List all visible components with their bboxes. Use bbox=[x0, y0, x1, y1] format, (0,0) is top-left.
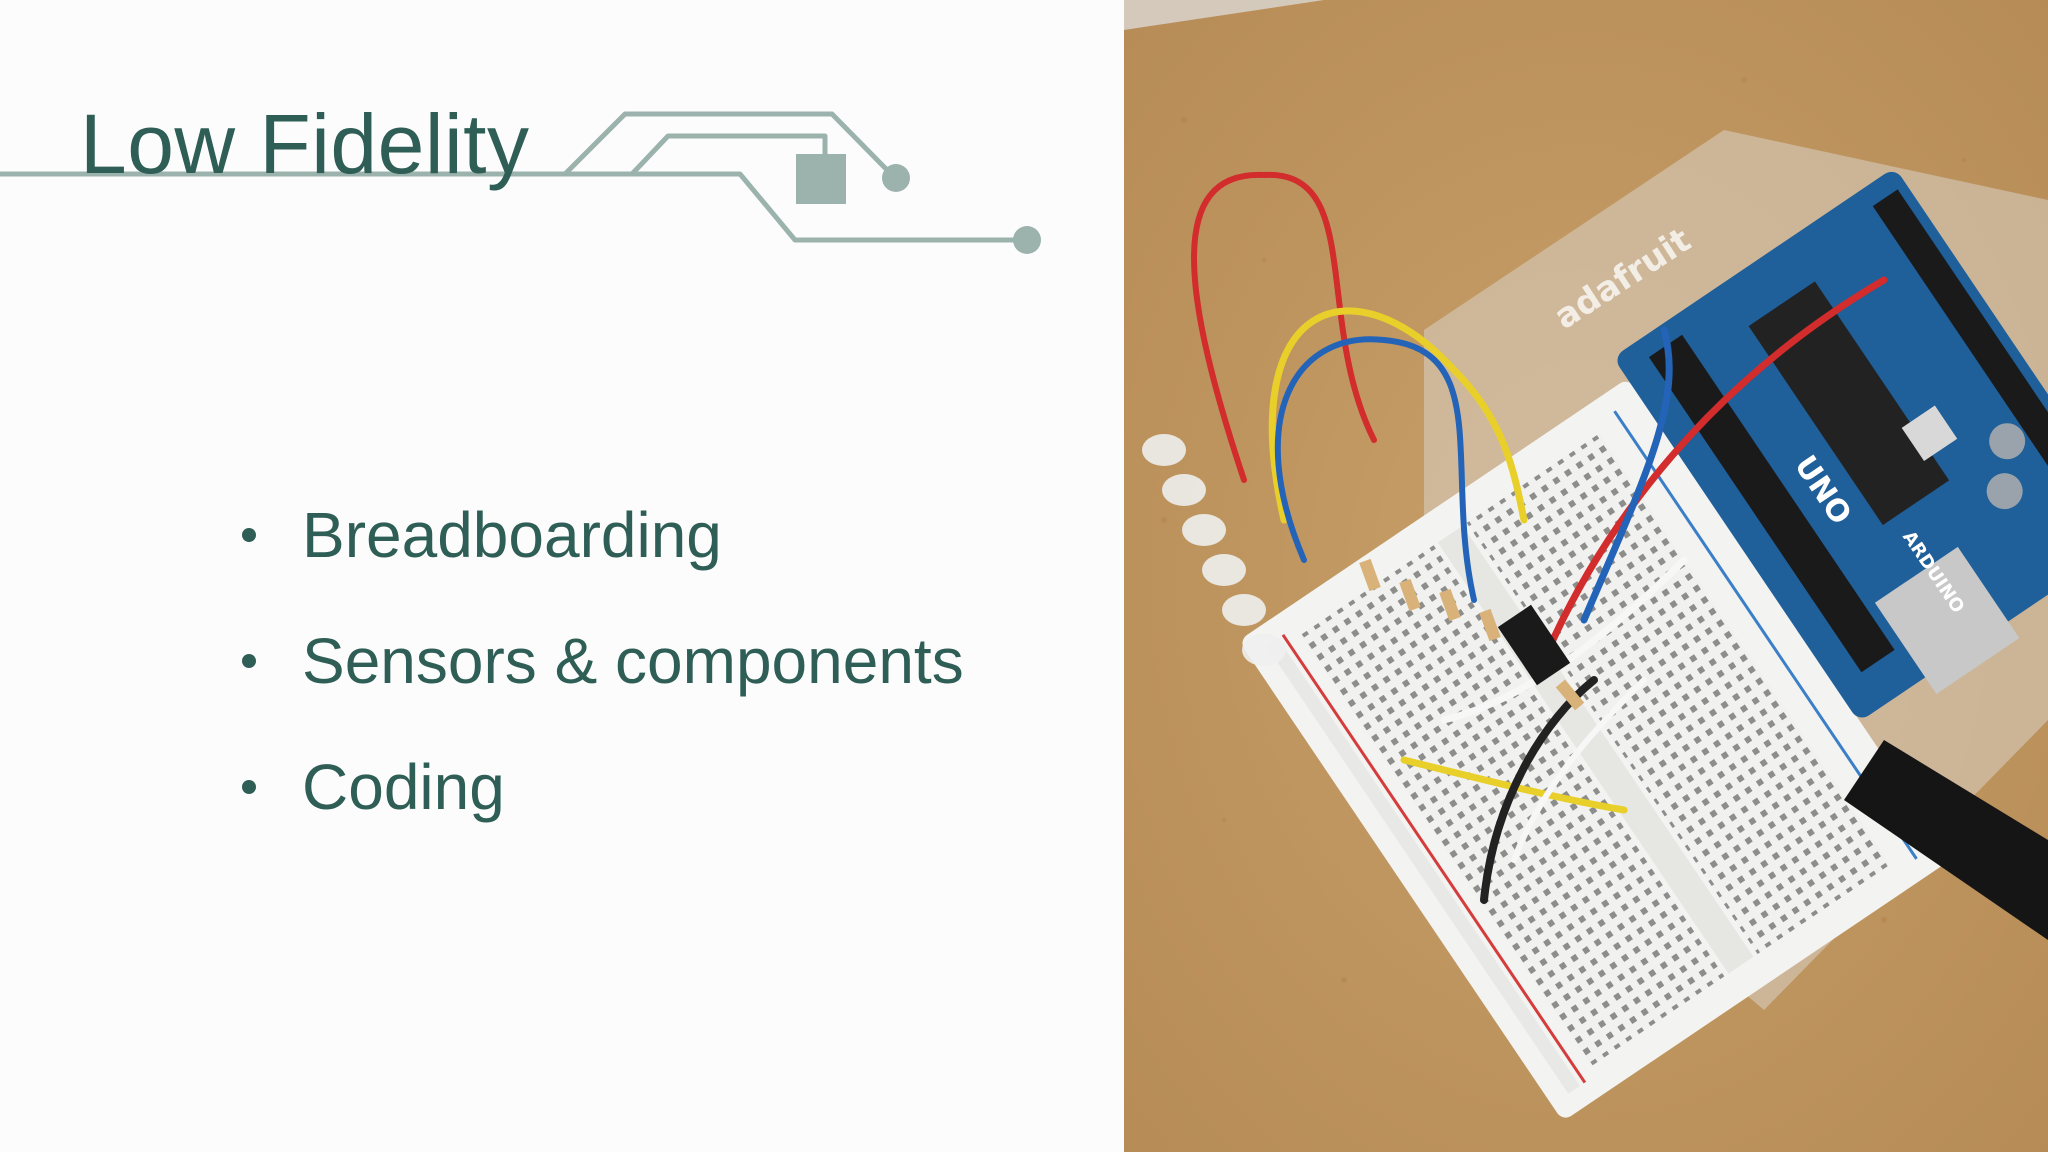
bullet-text: Sensors & components bbox=[302, 625, 964, 697]
text-panel: Low Fidelity Breadboarding Sensors & com… bbox=[0, 97, 1041, 868]
usb-cable bbox=[1844, 740, 2048, 940]
bullet-dot-icon bbox=[242, 780, 256, 794]
ic-chip bbox=[1497, 604, 1571, 686]
bullet-dot-icon bbox=[242, 528, 256, 542]
arduino-breadboard-photo: adafruit UNO bbox=[1124, 0, 2048, 1152]
jumper-wires bbox=[1191, 171, 1888, 904]
bullet-text: Breadboarding bbox=[302, 499, 722, 571]
bullet-item: Breadboarding bbox=[238, 490, 964, 616]
breadboard bbox=[1242, 381, 1949, 1118]
bullet-text: Coding bbox=[302, 751, 505, 823]
slide-title: Low Fidelity bbox=[80, 97, 530, 191]
resistors bbox=[1359, 558, 1585, 711]
bullet-item: Sensors & components bbox=[238, 616, 964, 742]
circuit-node-lower bbox=[1013, 226, 1041, 254]
bullet-item: Coding bbox=[238, 742, 964, 868]
circuit-chip-square bbox=[796, 154, 846, 204]
led-row bbox=[1142, 434, 1286, 666]
bullet-list: Breadboarding Sensors & components Codin… bbox=[238, 490, 964, 868]
bullet-dot-icon bbox=[242, 654, 256, 668]
circuit-node-upper bbox=[882, 164, 910, 192]
circuit-decoration bbox=[0, 111, 1041, 254]
